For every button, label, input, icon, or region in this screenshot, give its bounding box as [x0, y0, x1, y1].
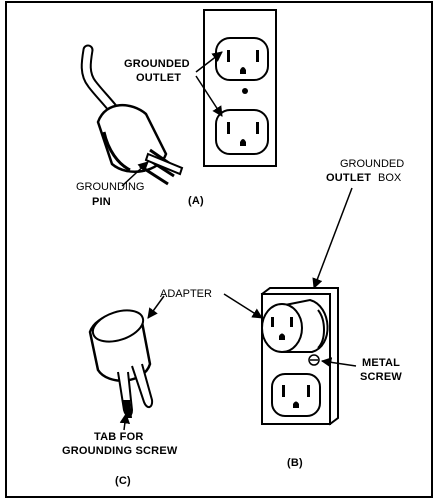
- grounded-outlet-label-line1: GROUNDED: [124, 58, 190, 70]
- three-prong-plug: [80, 44, 184, 186]
- metal-screw-label-line1: METAL: [362, 357, 400, 369]
- metal-screw-arrow: [320, 357, 357, 368]
- tab-label-line2: GROUNDING SCREW: [62, 445, 178, 457]
- grounding-adapter: [88, 309, 154, 418]
- adapter-plugged-in: [261, 298, 329, 353]
- panel-a-caption: (A): [188, 195, 204, 207]
- panel-c-caption: (C): [115, 475, 131, 487]
- outlet-box-label-line1: GROUNDED: [340, 158, 404, 170]
- outlet-box-label-line2b: BOX: [378, 172, 402, 184]
- duplex-outlet-plate: [203, 9, 277, 167]
- adapter-label: ADAPTER: [160, 288, 212, 300]
- figure-border: [5, 1, 433, 498]
- grounded-outlet-arrow-bottom: [195, 75, 223, 117]
- outlet-box-arrow: [312, 187, 353, 289]
- grounded-outlet-label-line2: OUTLET: [136, 72, 181, 84]
- grounding-pin-label-line2: PIN: [92, 196, 111, 208]
- adapter-arrow-left: [147, 295, 165, 319]
- grounded-outlet-arrow-top: [195, 51, 223, 73]
- grounding-pin-label-line1: GROUNDING: [76, 181, 144, 193]
- tab-arrow: [119, 412, 131, 431]
- adapter-arrow-right: [223, 293, 263, 319]
- outlet-box-label-line2a: OUTLET: [326, 172, 371, 184]
- grounding-pin-arrow: [121, 161, 149, 187]
- metal-screw-label-line2: SCREW: [360, 371, 402, 383]
- panel-b-caption: (B): [287, 457, 303, 469]
- tab-label-line1: TAB FOR: [94, 431, 143, 443]
